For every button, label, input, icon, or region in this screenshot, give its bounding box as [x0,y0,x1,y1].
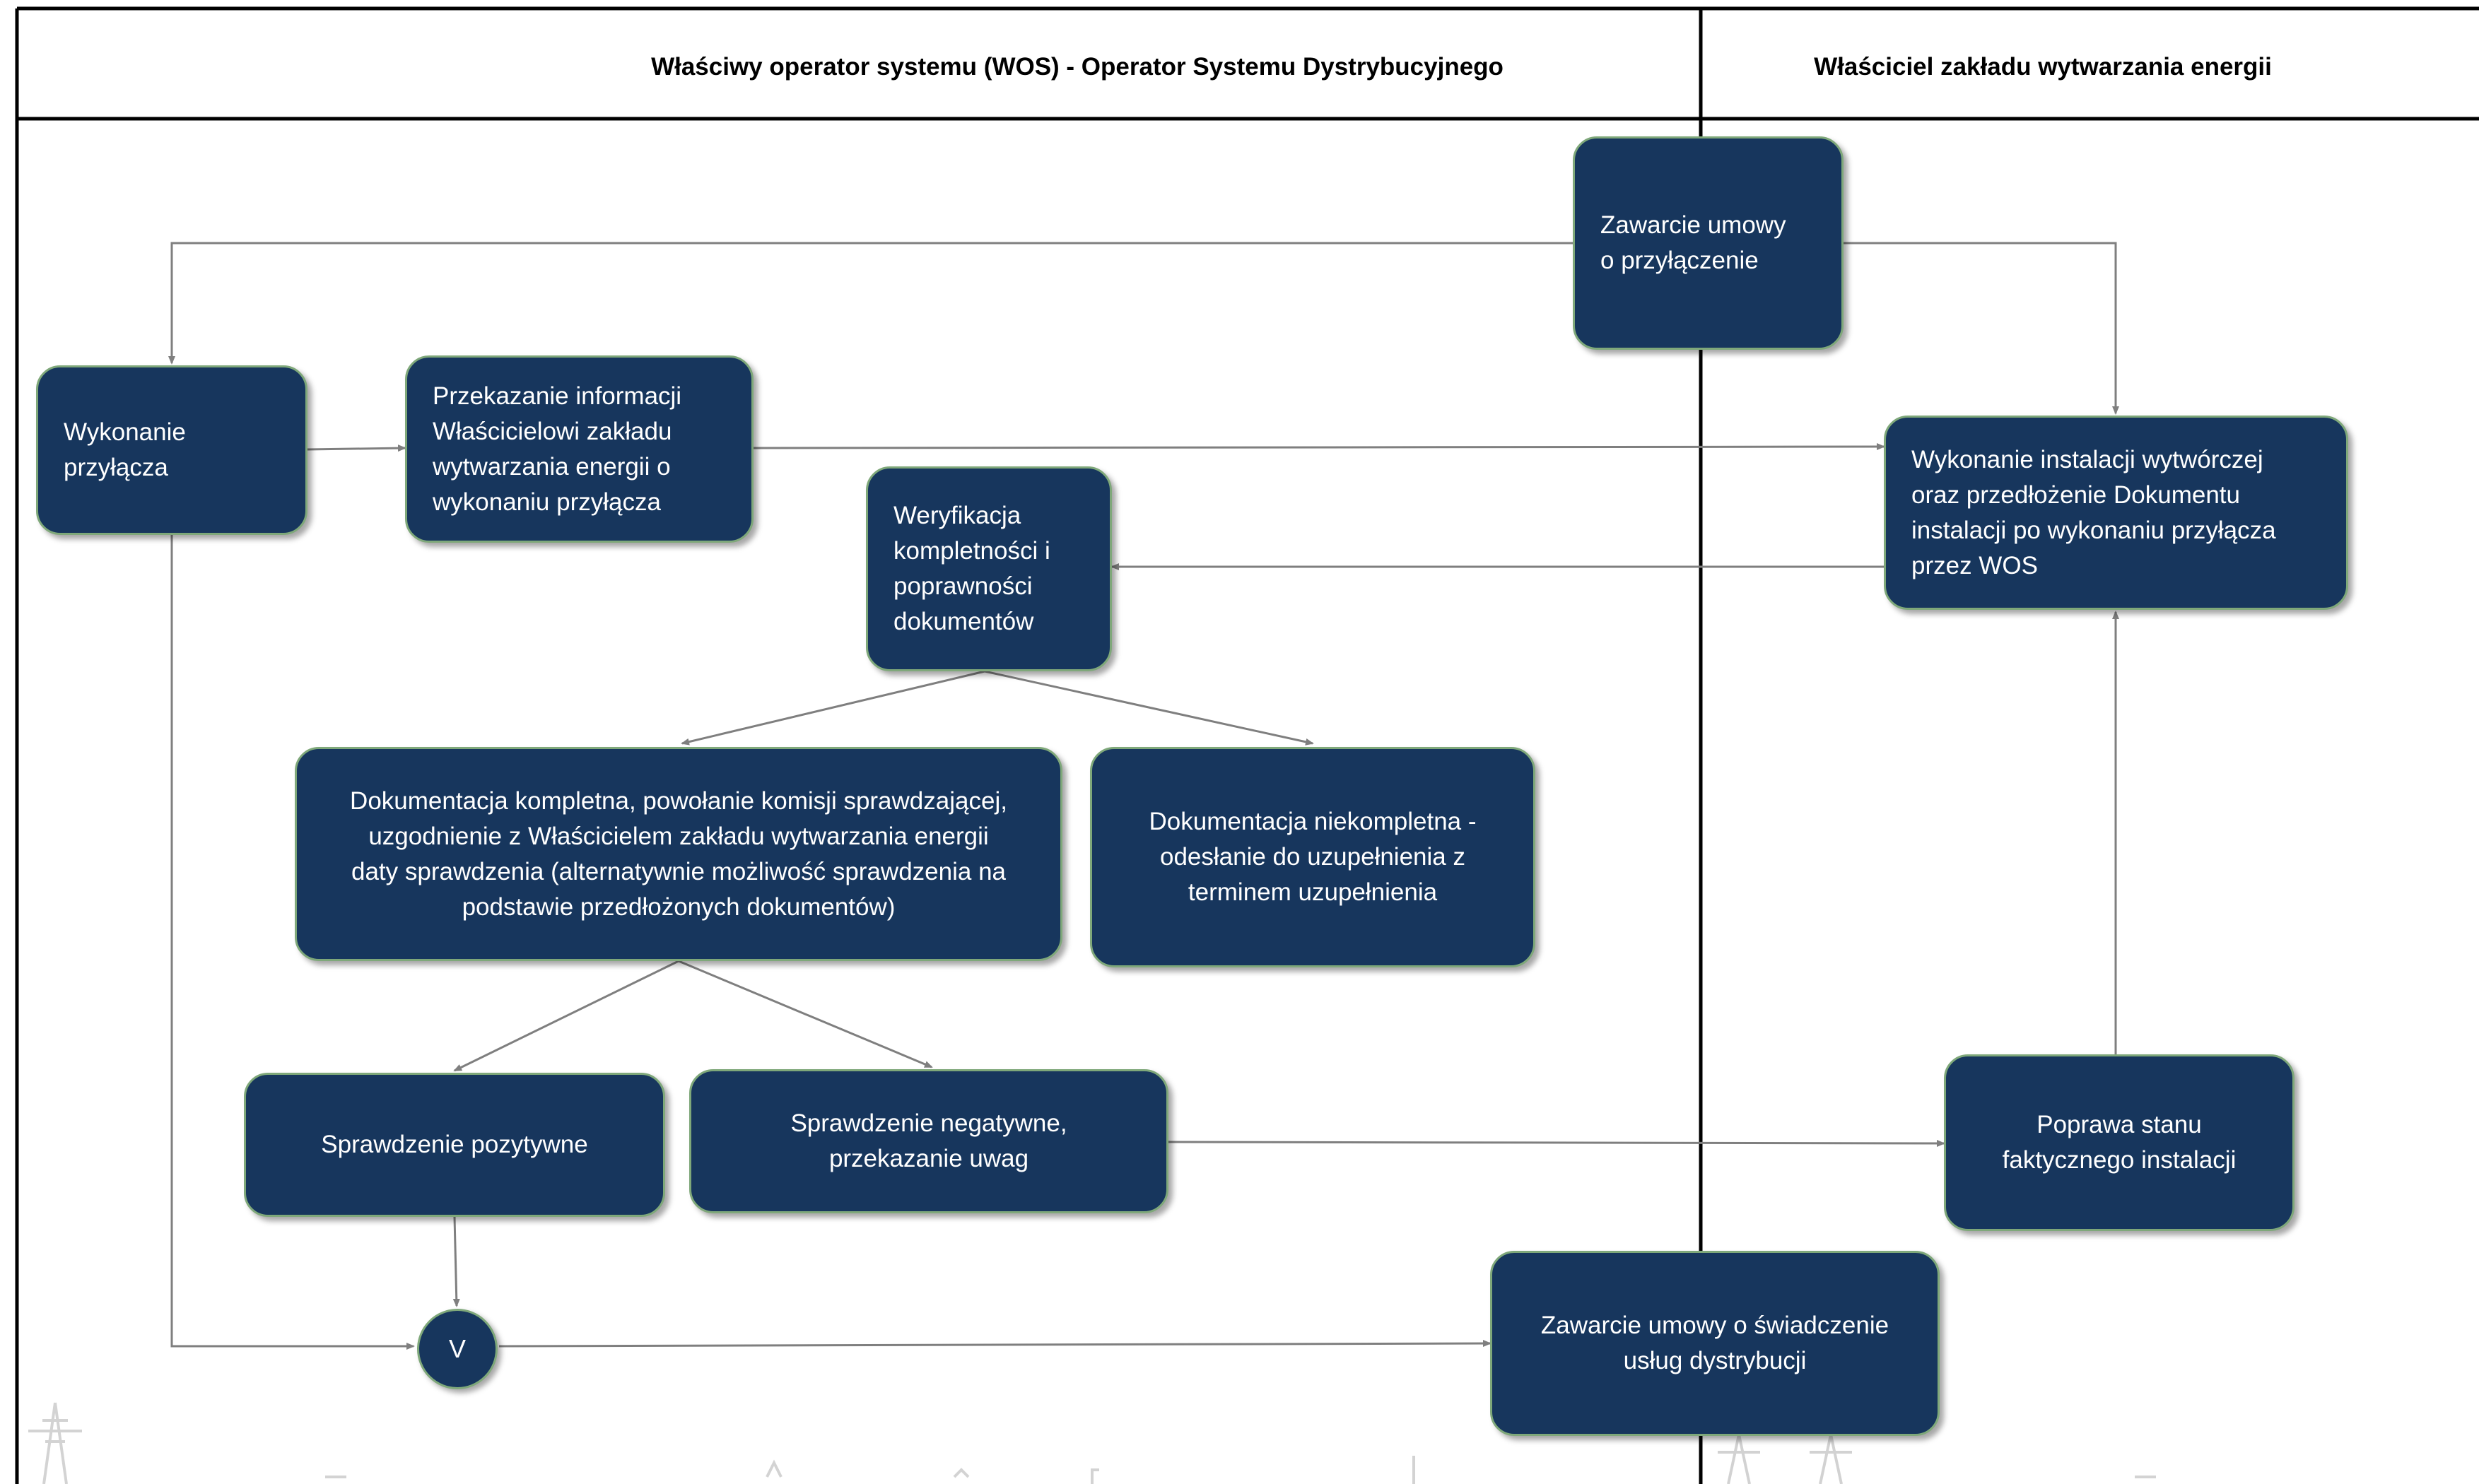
merge-gate: V [417,1309,498,1389]
arrow-positive-to-gate [452,1216,460,1307]
arrow-contract-to-build-connection [168,242,1573,365]
node-check-positive: Sprawdzenie pozytywne [244,1073,665,1217]
arrow-gate-to-distribution [498,1340,1491,1348]
lane-title-owner: Właściciel zakładu wytwarzania energii [1814,53,2272,81]
arrow-contract-to-installation [1844,242,2119,415]
node-inform-owner: Przekazanie informacji Właścicielowi zak… [405,355,754,543]
arrow-build-to-gate [170,534,415,1350]
node-contract-connection: Zawarcie umowy o przyłączenie [1573,136,1844,350]
arrow-complete-to-positive [453,960,679,1072]
connectors [168,242,2119,1350]
lane-title-operator: Właściwy operator systemu (WOS) - Operat… [651,53,1504,81]
node-docs-incomplete: Dokumentacja niekompletna - odesłanie do… [1090,747,1535,967]
node-check-negative: Sprawdzenie negatywne, przekazanie uwag [689,1069,1168,1213]
arrow-complete-to-negative [678,960,933,1068]
arrow-inform-to-installation [753,443,1885,451]
arrow-verify-to-complete [681,670,985,746]
arrow-negative-to-fix [1168,1139,1945,1147]
node-distribution-contract: Zawarcie umowy o świadczenie usług dystr… [1490,1251,1940,1436]
node-docs-complete: Dokumentacja kompletna, powołanie komisj… [295,747,1062,961]
swimlane-borders [15,6,2479,1484]
background-power-lines [28,1402,2156,1484]
arrow-build-to-inform [307,444,406,452]
node-build-connection: Wykonanie przyłącza [36,365,307,535]
arrow-verify-to-incomplete [984,670,1314,746]
node-verify-documents: Weryfikacja kompletności i poprawności d… [866,466,1112,671]
node-build-installation: Wykonanie instalacji wytwórczej oraz prz… [1884,416,2348,610]
node-fix-installation: Poprawa stanu faktycznego instalacji [1944,1054,2295,1231]
